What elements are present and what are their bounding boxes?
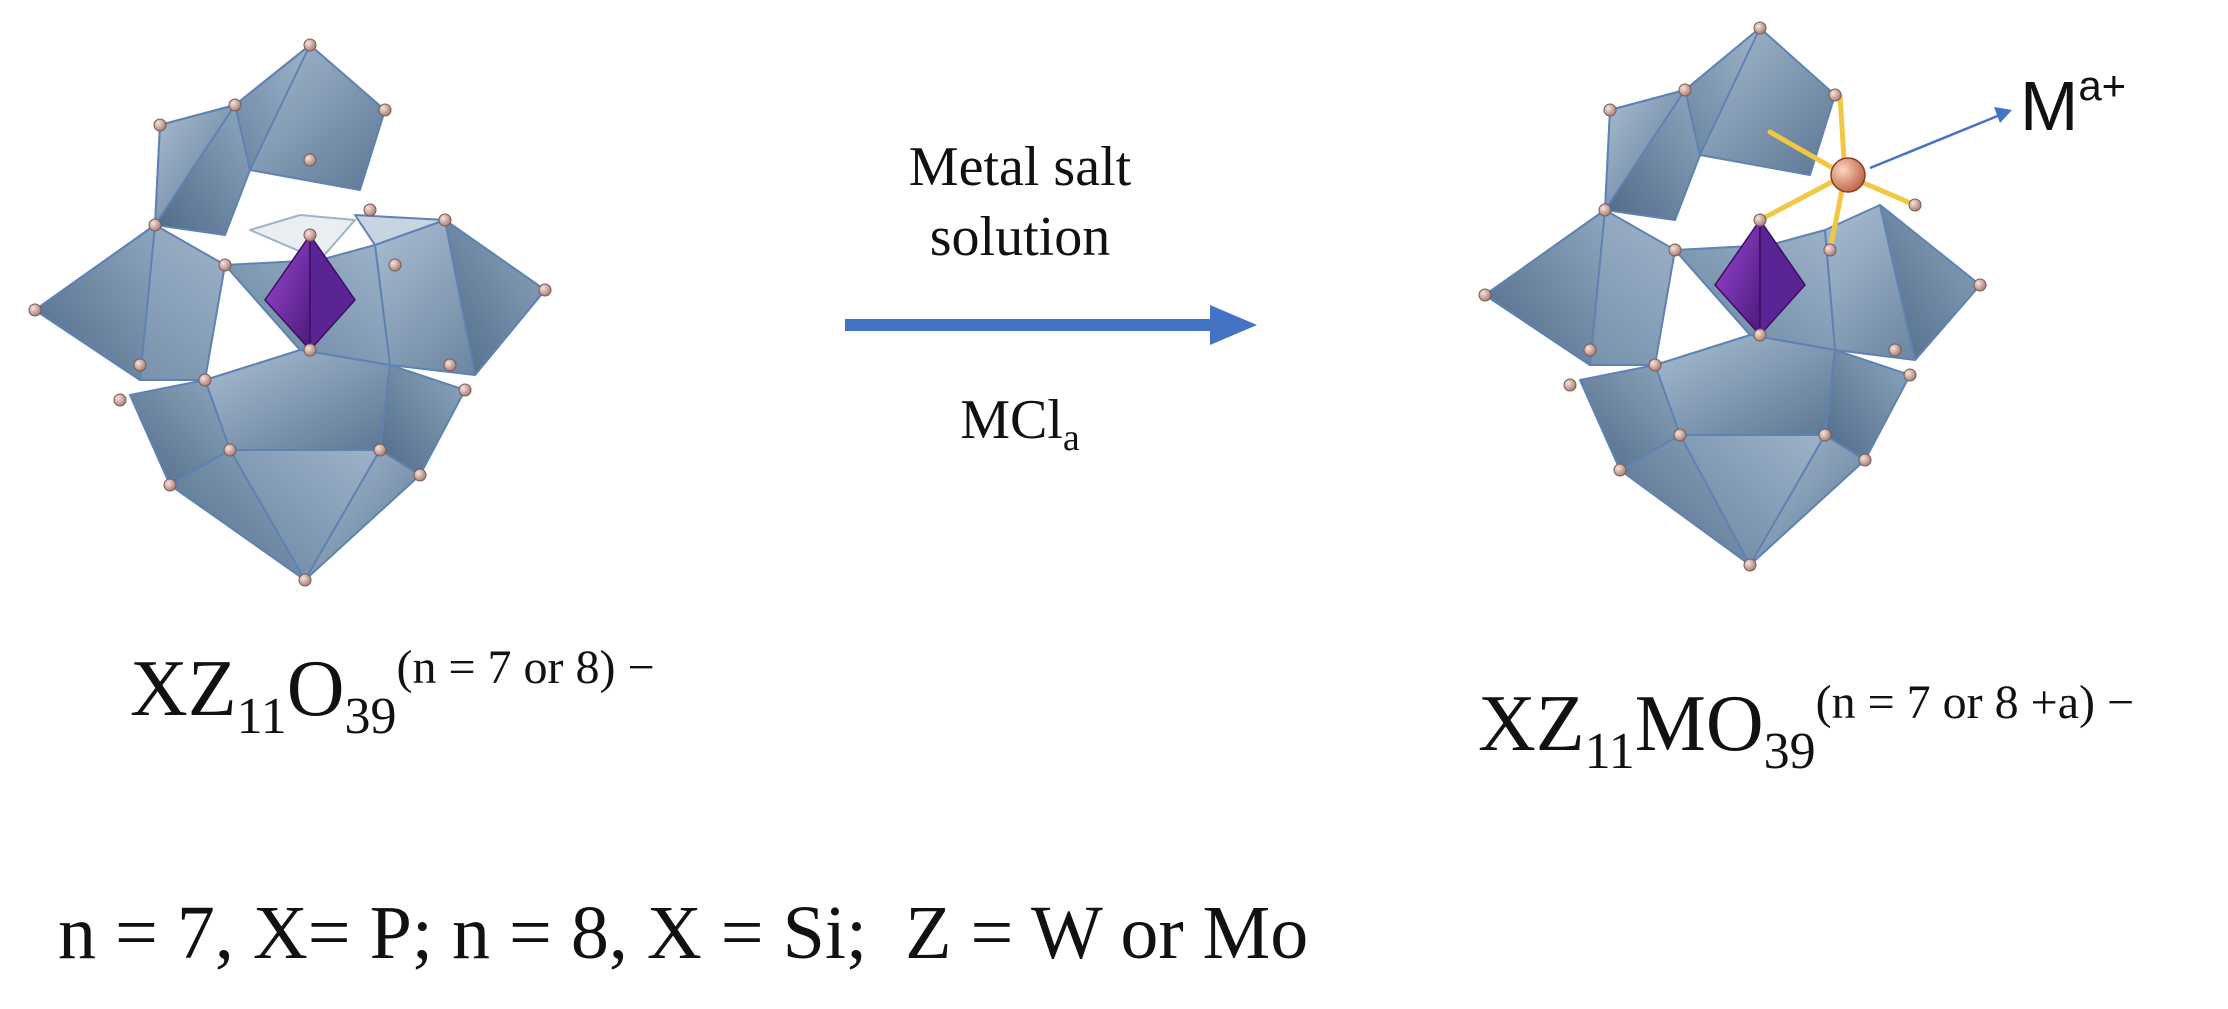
metal-ion-charge: a+ bbox=[2078, 62, 2127, 109]
formula-subscript: 39 bbox=[344, 688, 397, 745]
metal-pointer-arrow bbox=[1869, 113, 2001, 170]
metal-chloride-label: MCla bbox=[820, 388, 1220, 460]
product-formula: XZ11MO39(n = 7 or 8 +a) − bbox=[1478, 675, 2134, 781]
formula-subscript: 39 bbox=[1763, 723, 1816, 780]
variable-legend: n = 7, X= P; n = 8, X = Si; Z = W or Mo bbox=[58, 891, 1309, 975]
formula-subscript: 11 bbox=[236, 688, 287, 745]
reagent-label: Metal salt solution bbox=[820, 132, 1220, 272]
metal-ion-label: Ma+ bbox=[2020, 62, 2126, 146]
reagent-label-line1: Metal salt bbox=[908, 136, 1132, 198]
formula-part: XZ bbox=[1478, 680, 1585, 768]
metal-ion-symbol: M bbox=[2020, 67, 2079, 145]
lacunary-keggin-cluster bbox=[28, 38, 552, 587]
formula-subscript: 11 bbox=[1584, 723, 1635, 780]
metal-chloride-symbol: MCl bbox=[960, 389, 1063, 451]
reaction-arrow-head bbox=[1210, 305, 1257, 345]
substituted-keggin-cluster bbox=[1478, 21, 2012, 572]
reactant-formula: XZ11O39(n = 7 or 8) − bbox=[130, 640, 655, 746]
product-charge: (n = 7 or 8 +a) − bbox=[1815, 676, 2135, 729]
reaction-arrow bbox=[845, 305, 1257, 345]
formula-part: XZ bbox=[130, 645, 237, 733]
metal-chloride-subscript: a bbox=[1062, 417, 1080, 460]
formula-part: MO bbox=[1634, 680, 1764, 768]
reactant-charge: (n = 7 or 8) − bbox=[396, 641, 655, 694]
metal-atom bbox=[1830, 157, 1866, 193]
reagent-label-line2: solution bbox=[929, 206, 1111, 268]
formula-part: O bbox=[286, 645, 345, 733]
